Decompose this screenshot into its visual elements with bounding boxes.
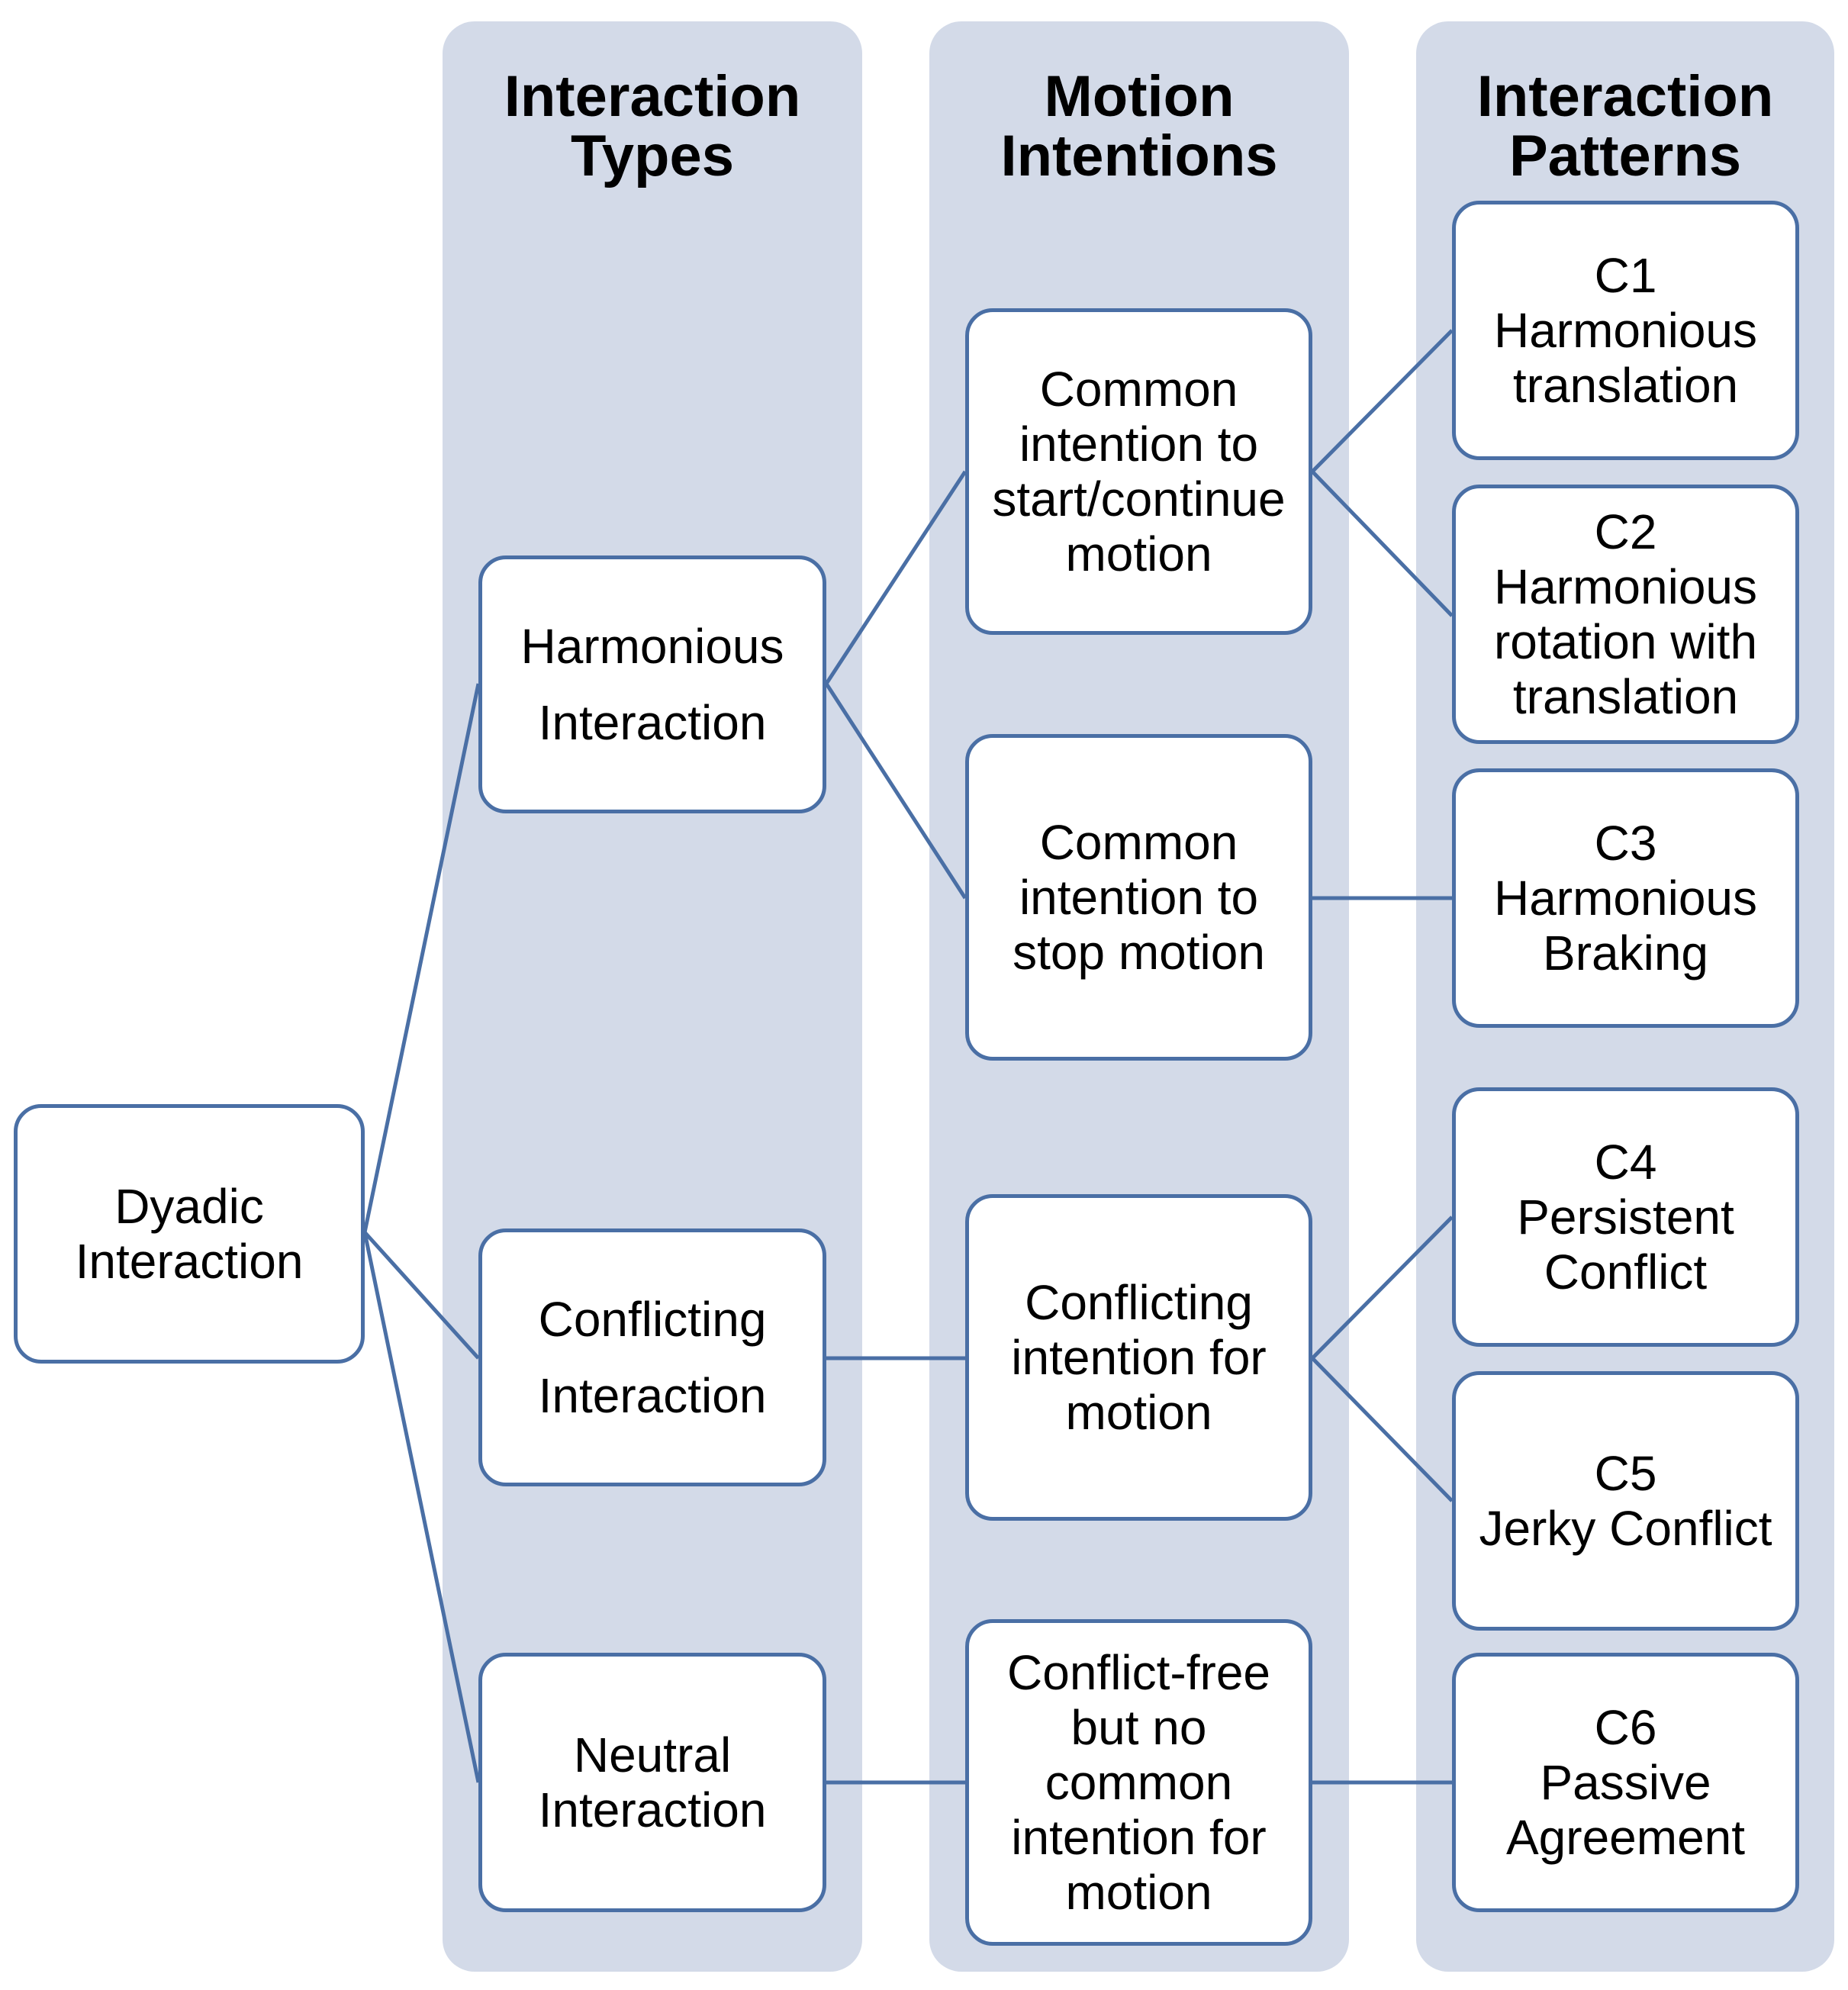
link-start-c1 bbox=[1311, 329, 1454, 473]
node-intention-stop: Common intention to stop motion bbox=[965, 734, 1312, 1061]
node-conflicting-interaction: Conflicting Interaction bbox=[478, 1228, 826, 1486]
node-pattern-c5: C5 Jerky Conflict bbox=[1452, 1371, 1799, 1631]
node-neutral-interaction: Neutral Interaction bbox=[478, 1653, 826, 1912]
link-root-neutral bbox=[362, 1232, 481, 1783]
node-pattern-c3: C3 Harmonious Braking bbox=[1452, 768, 1799, 1028]
node-harmonious-interaction: Harmonious Interaction bbox=[478, 555, 826, 813]
link-root-conflicting bbox=[363, 1231, 480, 1360]
node-intention-start-continue: Common intention to start/continue motio… bbox=[965, 308, 1312, 635]
node-intention-conflict-free: Conflict-free but no common intention fo… bbox=[965, 1619, 1312, 1946]
node-dyadic-interaction: Dyadic Interaction bbox=[14, 1104, 365, 1364]
node-pattern-c2: C2 Harmonious rotation with translation bbox=[1452, 485, 1799, 744]
link-conflicting-c4 bbox=[1311, 1216, 1454, 1360]
link-harmonious-start bbox=[824, 470, 967, 685]
node-pattern-c1: C1 Harmonious translation bbox=[1452, 201, 1799, 460]
node-pattern-c4: C4 Persistent Conflict bbox=[1452, 1087, 1799, 1347]
link-harmonious-stop bbox=[824, 682, 967, 900]
link-conflicting-c5 bbox=[1311, 1357, 1454, 1502]
link-start-c2 bbox=[1311, 470, 1454, 617]
column-interaction-types: Interaction Types bbox=[443, 21, 862, 1972]
column-header-interaction-types: Interaction Types bbox=[504, 64, 801, 188]
link-root-harmonious bbox=[362, 683, 481, 1233]
node-intention-conflicting: Conflicting intention for motion bbox=[965, 1194, 1312, 1521]
column-header-motion-intentions: Motion Intentions bbox=[1000, 64, 1278, 188]
node-pattern-c6: C6 Passive Agreement bbox=[1452, 1653, 1799, 1912]
column-header-interaction-patterns: Interaction Patterns bbox=[1476, 64, 1774, 188]
